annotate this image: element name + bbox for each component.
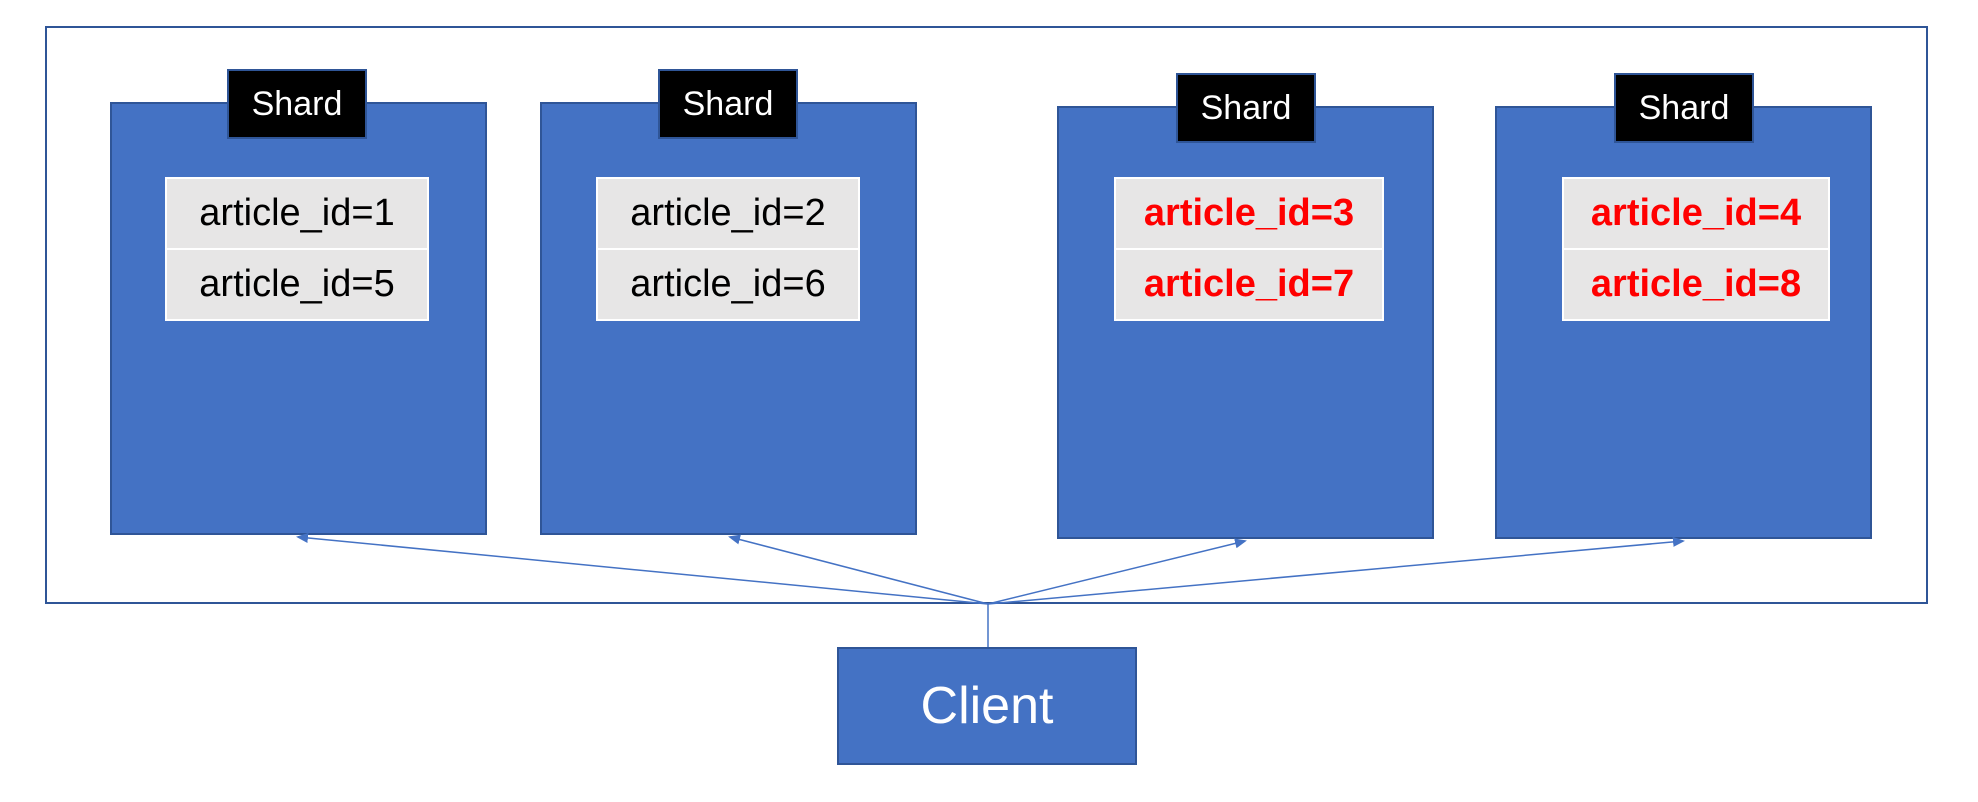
shard-1-rows: article_id=1 article_id=5: [165, 177, 429, 321]
shard-4-rows: article_id=4 article_id=8: [1562, 177, 1830, 321]
shard-3-label: Shard: [1176, 73, 1316, 143]
connector-to-shard-2: [728, 534, 989, 605]
shard-3-row-2: article_id=7: [1114, 248, 1384, 321]
shard-4-row-1: article_id=4: [1562, 177, 1830, 250]
connector-to-shard-3: [987, 538, 1247, 605]
client-box: Client: [837, 647, 1137, 765]
connector-to-shard-1: [296, 532, 989, 605]
shard-4-label: Shard: [1614, 73, 1754, 143]
shard-1-label: Shard: [227, 69, 367, 139]
shard-4-row-2: article_id=8: [1562, 248, 1830, 321]
connector-to-shard-4: [987, 536, 1685, 605]
shard-1-row-1: article_id=1: [165, 177, 429, 250]
shard-3-rows: article_id=3 article_id=7: [1114, 177, 1384, 321]
shard-2-rows: article_id=2 article_id=6: [596, 177, 860, 321]
shard-2-label: Shard: [658, 69, 798, 139]
shard-2-row-1: article_id=2: [596, 177, 860, 250]
shard-2-row-2: article_id=6: [596, 248, 860, 321]
client-label: Client: [920, 677, 1054, 735]
shard-1-row-2: article_id=5: [165, 248, 429, 321]
